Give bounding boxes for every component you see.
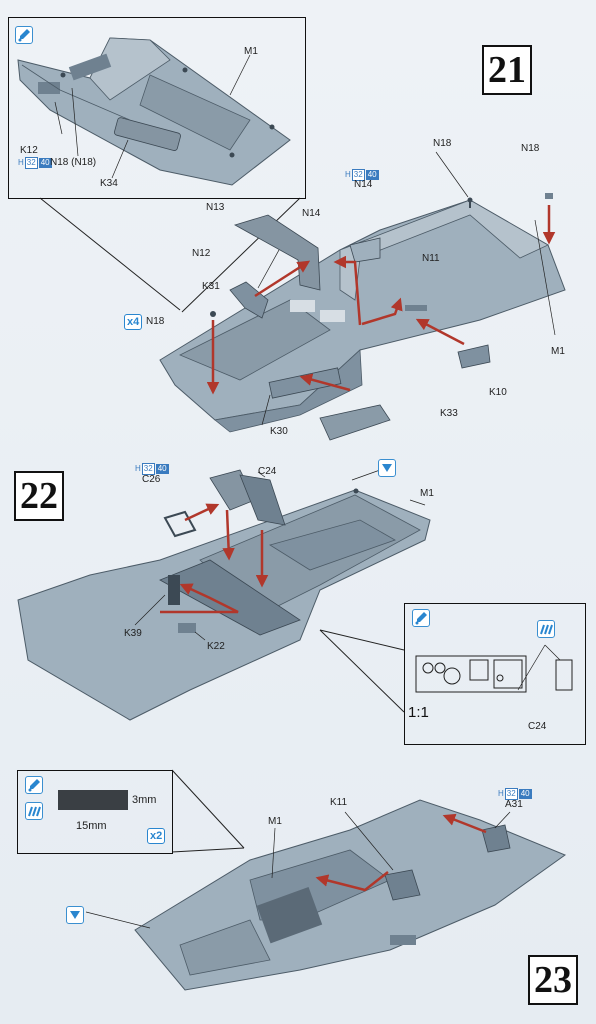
label-c26: C26 xyxy=(142,474,161,485)
quantity-badge-x4: x4 xyxy=(124,314,143,330)
inset-frame-22 xyxy=(404,603,586,745)
label-k33: K33 xyxy=(440,408,458,419)
inset-leader-lines-23 xyxy=(171,769,245,853)
step-number-22: 22 xyxy=(14,471,64,521)
label-n18-right: N18 xyxy=(521,143,540,154)
label-k11: K11 xyxy=(330,797,348,808)
label-k30: K30 xyxy=(270,426,288,437)
step-number-23: 23 xyxy=(528,955,578,1005)
label-n18-left: N18 xyxy=(146,316,165,327)
mesh-width-label: 15mm xyxy=(76,820,107,832)
paint-triangle-icon xyxy=(378,459,396,477)
label-m1-inset: M1 xyxy=(244,46,258,57)
label-n12: N12 xyxy=(192,248,211,259)
label-k22: K22 xyxy=(207,641,225,652)
glue-icon xyxy=(412,609,430,627)
label-m1-step21: M1 xyxy=(551,346,565,357)
step-number-21: 21 xyxy=(482,45,532,95)
label-c24-inset: C24 xyxy=(528,721,547,732)
label-n11: N11 xyxy=(422,253,440,264)
label-n14: N14 xyxy=(302,208,321,219)
small-parts-step21 xyxy=(210,193,553,441)
hull-part-m1-step22 xyxy=(17,469,431,721)
label-n18-paren: N18 (N18) xyxy=(50,157,97,168)
label-k34: K34 xyxy=(100,178,118,189)
inset-frame-23 xyxy=(17,770,173,854)
arrows-step22 xyxy=(160,503,269,614)
label-n18-top: N18 xyxy=(433,138,452,149)
label-m1-step23: M1 xyxy=(268,816,282,827)
scale-1-1: 1:1 xyxy=(408,704,429,721)
label-k39: K39 xyxy=(124,628,142,639)
label-k12: K12 xyxy=(20,145,38,156)
label-k31: K31 xyxy=(202,281,220,292)
quantity-badge-x2: x2 xyxy=(147,828,166,844)
label-m1-step22: M1 xyxy=(420,488,434,499)
photo-etch-icon xyxy=(537,620,555,638)
paint-triangle-icon xyxy=(66,906,84,924)
glue-icon xyxy=(15,26,33,44)
label-c24: C24 xyxy=(258,466,277,477)
glue-icon xyxy=(25,776,43,794)
inset-leader-lines-22 xyxy=(319,629,405,713)
arrows-step21 xyxy=(206,205,556,395)
inset-frame-21 xyxy=(8,17,306,199)
label-n13: N13 xyxy=(206,202,225,213)
hull-part-m1-step21 xyxy=(159,151,566,433)
mesh-sheet xyxy=(58,790,128,810)
inset-leader-lines-21 xyxy=(39,197,301,313)
inset-hull-part-21 xyxy=(17,37,291,186)
label-n14-top: N14 xyxy=(354,179,373,190)
photo-etch-icon xyxy=(25,802,43,820)
arrows-step23 xyxy=(315,813,487,892)
label-k10: K10 xyxy=(489,387,507,398)
photo-etch-fret-c24 xyxy=(415,644,573,693)
mesh-height-label: 3mm xyxy=(132,794,157,806)
label-a31: A31 xyxy=(505,799,523,810)
